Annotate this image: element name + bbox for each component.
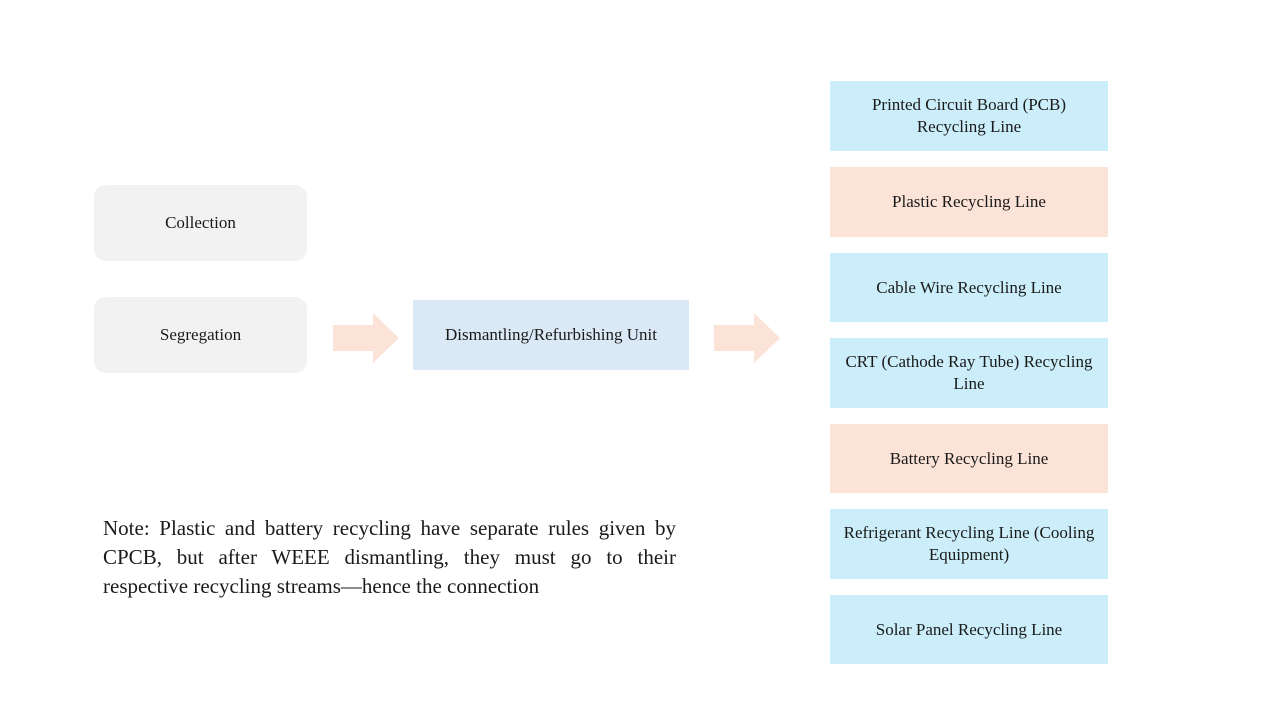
recycling-line-label: Battery Recycling Line bbox=[889, 448, 1049, 468]
flow-arrow-1 bbox=[333, 313, 399, 363]
segregation-label: Segregation bbox=[159, 325, 242, 344]
dismantling-unit-box: Dismantling/Refurbishing Unit bbox=[413, 300, 689, 370]
recycling-line-label: Cable Wire Recycling Line bbox=[876, 277, 1062, 297]
recycling-line-refrigerant: Refrigerant Recycling Line (Cooling Equi… bbox=[830, 509, 1108, 579]
recycling-line-cable-wire: Cable Wire Recycling Line bbox=[830, 253, 1108, 322]
note-text: Note: Plastic and battery recycling have… bbox=[103, 516, 676, 598]
recycling-line-crt: CRT (Cathode Ray Tube) Recycling Line bbox=[830, 338, 1108, 408]
recycling-line-label: Plastic Recycling Line bbox=[892, 192, 1046, 211]
segregation-box: Segregation bbox=[94, 297, 307, 373]
collection-label: Collection bbox=[165, 213, 236, 232]
recycling-line-plastic: Plastic Recycling Line bbox=[830, 167, 1108, 237]
recycling-line-label: Solar Panel Recycling Line bbox=[875, 619, 1063, 639]
flow-arrow-2 bbox=[714, 313, 780, 363]
recycling-line-label: Printed Circuit Board (PCB) Recycling Li… bbox=[871, 95, 1067, 136]
collection-box: Collection bbox=[94, 185, 307, 261]
recycling-line-pcb: Printed Circuit Board (PCB) Recycling Li… bbox=[830, 81, 1108, 151]
recycling-line-label: CRT (Cathode Ray Tube) Recycling Line bbox=[845, 352, 1093, 393]
recycling-line-solar-panel: Solar Panel Recycling Line bbox=[830, 595, 1108, 664]
recycling-line-battery: Battery Recycling Line bbox=[830, 424, 1108, 493]
recycling-line-label: Refrigerant Recycling Line (Cooling Equi… bbox=[843, 523, 1095, 564]
dismantling-unit-label: Dismantling/Refurbishing Unit bbox=[444, 325, 658, 344]
